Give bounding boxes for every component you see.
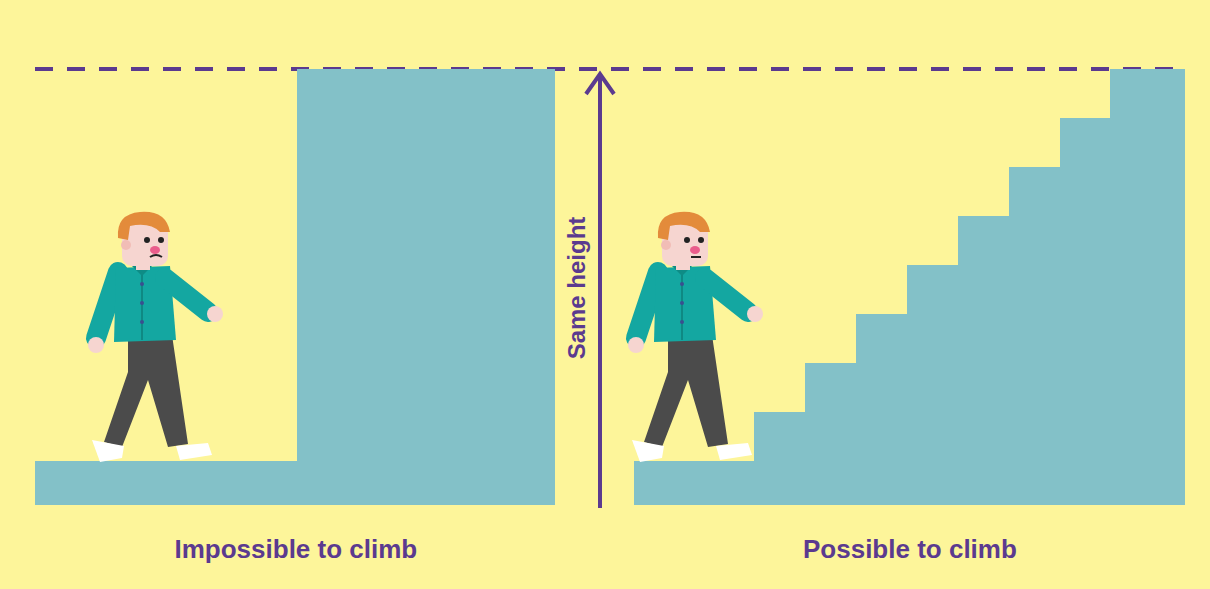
sad-mouth — [150, 255, 162, 257]
height-line — [35, 67, 1185, 71]
person — [628, 212, 763, 462]
person — [88, 212, 223, 462]
height-arrow — [598, 74, 602, 508]
arrow-head — [586, 74, 614, 94]
wall — [297, 69, 555, 505]
mouth — [691, 256, 701, 258]
caption-label: Impossible to climb — [175, 534, 418, 565]
floor — [35, 461, 297, 505]
caption-label: Possible to climb — [803, 534, 1017, 565]
height-label: Same height — [563, 217, 591, 360]
